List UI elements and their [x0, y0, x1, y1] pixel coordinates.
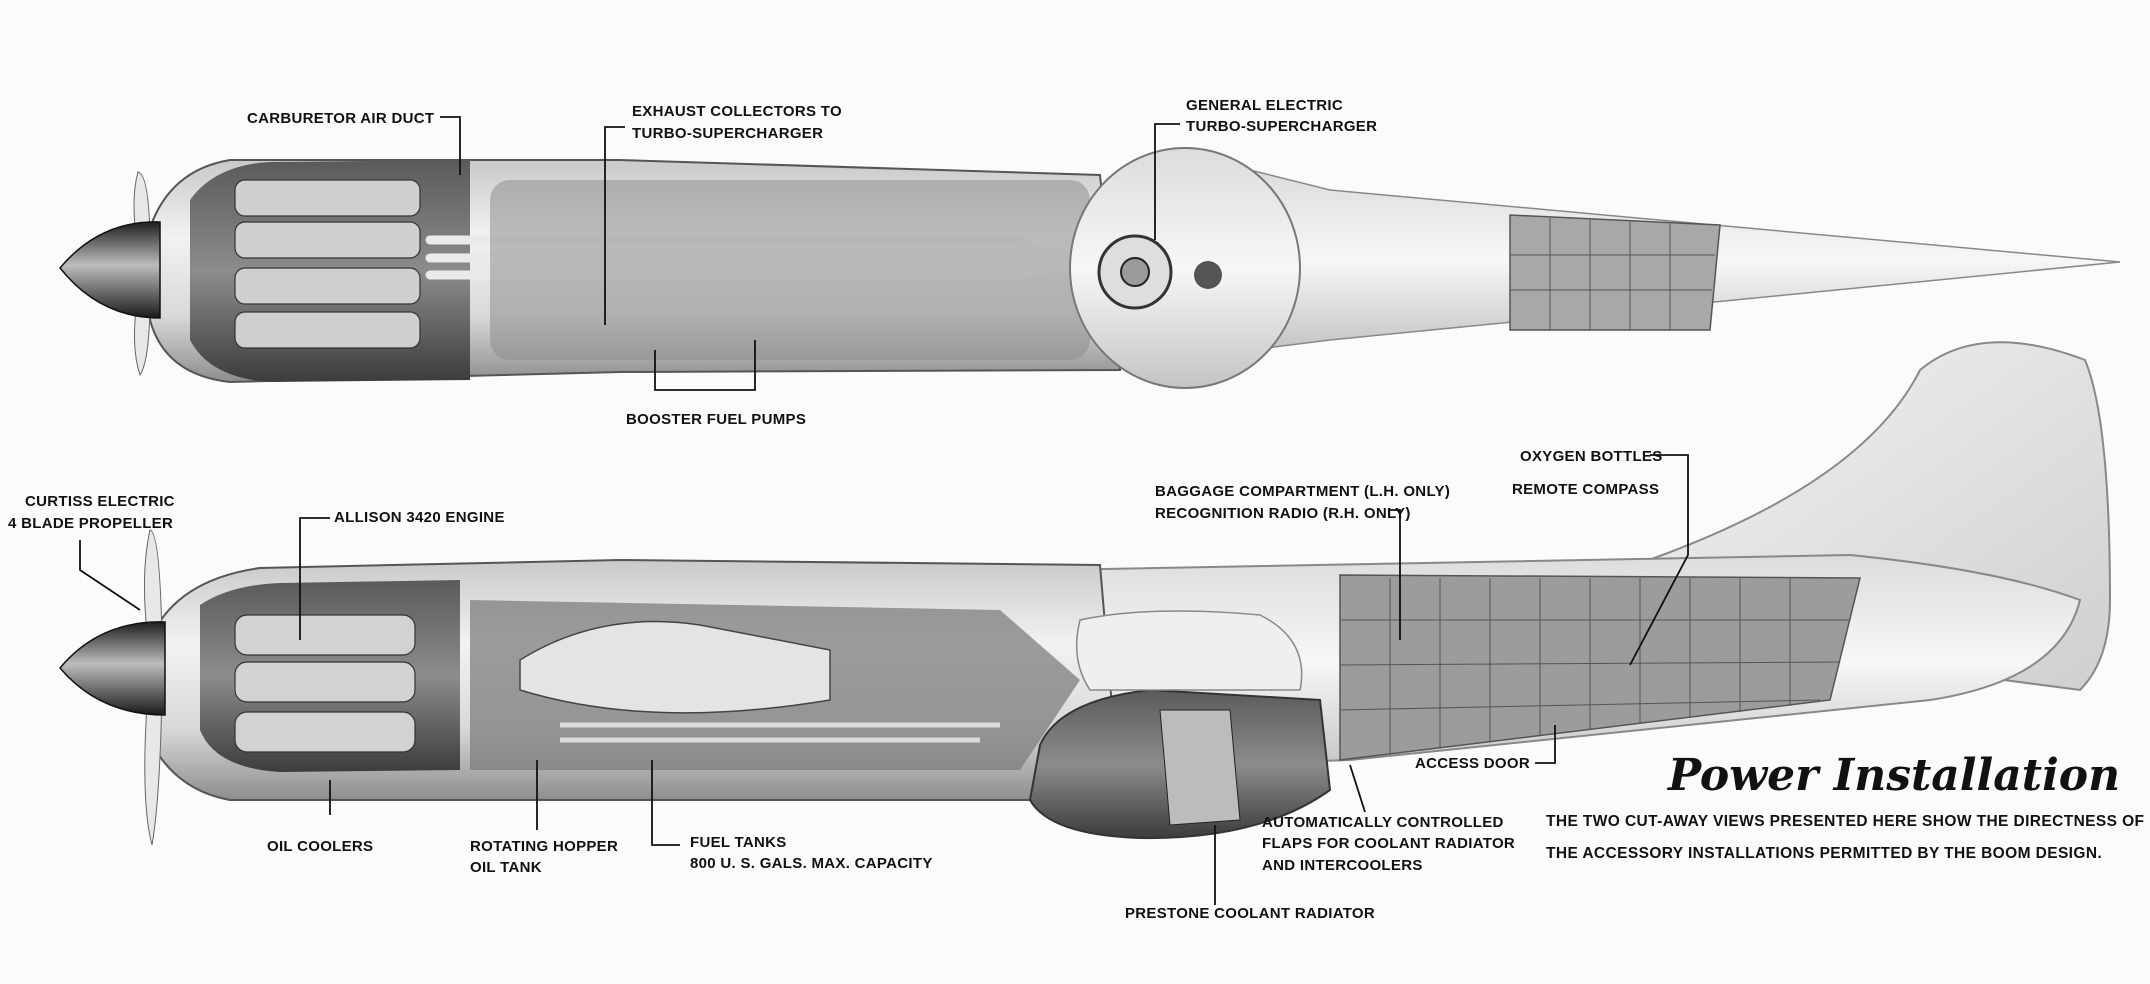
labels: CARBURETOR AIR DUCT EXHAUST COLLECTORS T… [8, 97, 1663, 922]
label-booster-fuel-pumps: BOOSTER FUEL PUMPS [626, 411, 806, 428]
label-carburetor-air-duct: CARBURETOR AIR DUCT [247, 110, 434, 127]
label-4-blade-propeller: 4 BLADE PROPELLER [8, 515, 173, 532]
caption-line-2: THE ACCESSORY INSTALLATIONS PERMITTED BY… [1546, 845, 2102, 862]
label-auto-flaps-1: AUTOMATICALLY CONTROLLED [1262, 814, 1504, 831]
top-turbo-knob [1194, 261, 1222, 289]
caption-line-1: THE TWO CUT-AWAY VIEWS PRESENTED HERE SH… [1546, 813, 2144, 830]
top-view [59, 147, 2121, 389]
label-rotating-hopper: ROTATING HOPPER [470, 838, 618, 855]
top-engine-cylinders [234, 179, 421, 349]
label-baggage-compartment: BAGGAGE COMPARTMENT (L.H. ONLY) [1155, 483, 1450, 500]
label-recognition-radio: RECOGNITION RADIO (R.H. ONLY) [1155, 505, 1411, 522]
label-prestone-radiator: PRESTONE COOLANT RADIATOR [1125, 905, 1375, 922]
side-view [59, 341, 2112, 846]
side-engine-cylinders [234, 614, 416, 753]
top-turbo-nacelle [1069, 147, 1301, 389]
top-tail-structure [1509, 214, 1721, 331]
label-fuel-capacity: 800 U. S. GALS. MAX. CAPACITY [690, 855, 933, 872]
top-tail-grid [1510, 218, 1715, 330]
label-oxygen-bottles: OXYGEN BOTTLES [1520, 448, 1663, 465]
label-oil-coolers: OIL COOLERS [267, 838, 373, 855]
leader-lines [79, 116, 1689, 905]
label-oil-tank: OIL TANK [470, 859, 542, 876]
label-remote-compass: REMOTE COMPASS [1512, 481, 1659, 498]
side-tail-grid [1339, 578, 1850, 755]
side-spinner [59, 621, 166, 716]
top-fuel-tank-bay [490, 180, 1090, 360]
side-wing-tank [519, 620, 831, 714]
side-fuel-lines [560, 722, 1000, 743]
label-exhaust-collectors-2: TURBO-SUPERCHARGER [632, 125, 823, 142]
label-fuel-tanks: FUEL TANKS [690, 834, 787, 851]
label-exhaust-collectors-1: EXHAUST COLLECTORS TO [632, 103, 842, 120]
title: Power Installation [1666, 750, 2120, 801]
top-spinner [59, 221, 161, 319]
label-general-electric-1: GENERAL ELECTRIC [1186, 97, 1343, 114]
side-tail-structure [1339, 574, 1861, 761]
label-access-door: ACCESS DOOR [1415, 755, 1530, 772]
label-auto-flaps-3: AND INTERCOOLERS [1262, 857, 1423, 874]
radiator-core [1159, 709, 1241, 826]
turbo-hub [1120, 257, 1150, 287]
label-allison-engine: ALLISON 3420 ENGINE [334, 509, 505, 526]
side-propeller-blade-down [144, 689, 163, 846]
label-auto-flaps-2: FLAPS FOR COOLANT RADIATOR [1262, 835, 1515, 852]
label-curtiss-electric: CURTISS ELECTRIC [25, 493, 175, 510]
side-wing [1075, 610, 1303, 691]
label-general-electric-2: TURBO-SUPERCHARGER [1186, 118, 1377, 135]
